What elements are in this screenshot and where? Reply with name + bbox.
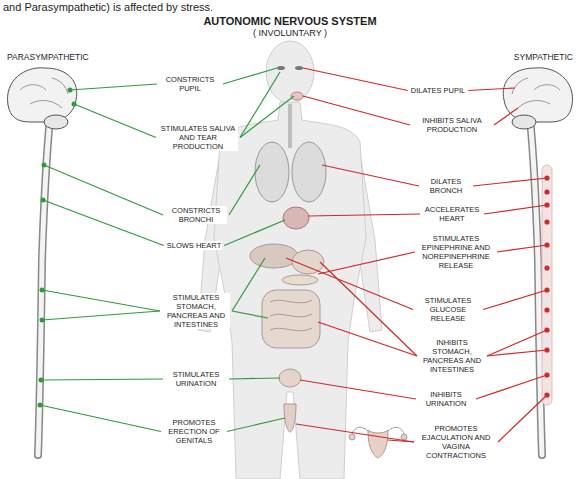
- effect-label: INHIBITS SALIVA PRODUCTION: [412, 116, 492, 134]
- division-label: PARASYMPATHETIC: [6, 52, 90, 63]
- leader-line: [232, 311, 268, 318]
- leader-line: [42, 290, 160, 311]
- heading-text: ( INVOLUNTARY ): [252, 28, 328, 39]
- leader-line: [232, 258, 265, 311]
- leader-line: [494, 108, 518, 125]
- leader-line: [43, 200, 164, 246]
- leader-line: [388, 440, 414, 442]
- effect-label: DILATES PUPIL: [410, 86, 466, 95]
- leader-line: [473, 178, 547, 186]
- leader-line: [318, 322, 417, 356]
- effect-label: INHIBITS URINATION: [418, 390, 474, 408]
- leader-line: [296, 424, 414, 442]
- leader-line: [476, 375, 547, 399]
- leader-line: [224, 220, 285, 246]
- leader-line: [223, 68, 277, 84]
- leader-line: [320, 262, 417, 356]
- leader-line: [41, 379, 163, 380]
- leader-line: [286, 258, 413, 310]
- effect-label: DILATES BRONCH: [421, 177, 471, 195]
- effect-label: STIMULATES EPINEPHRINE AND NOREPINEPHRIN…: [417, 234, 495, 270]
- effect-label: INHIBITS STOMACH, PANCREAS AND INTESTINE…: [419, 338, 485, 374]
- leader-line: [303, 68, 408, 91]
- leader-line: [40, 405, 161, 432]
- leader-line: [229, 378, 280, 379]
- leader-line: [322, 165, 419, 186]
- leader-line: [42, 311, 160, 320]
- leader-line: [318, 252, 415, 274]
- effect-label: STIMULATES GLUCOSE RELEASE: [415, 296, 481, 323]
- leader-line: [74, 104, 156, 138]
- effect-label: STIMULATES SALIVA AND TEAR PRODUCTION: [158, 124, 238, 151]
- effect-label: STIMULATES STOMACH, PANCREAS AND INTESTI…: [162, 293, 230, 329]
- leader-line: [468, 88, 515, 91]
- leader-line: [484, 205, 547, 214]
- leader-line: [229, 165, 260, 215]
- effect-label: ACCELERATES HEART: [422, 205, 482, 223]
- leader-line: [497, 245, 547, 252]
- division-label: SYMPATHETIC: [513, 52, 574, 63]
- leader-line: [240, 96, 294, 138]
- effect-label: PROMOTES EJACULATION AND VAGINA CONTRACT…: [416, 424, 496, 460]
- leader-line: [487, 350, 547, 356]
- leader-line: [498, 395, 547, 442]
- leader-line: [240, 72, 280, 138]
- leader-line: [303, 96, 410, 125]
- leader-line: [308, 214, 420, 216]
- diagram-title: AUTONOMIC NERVOUS SYSTEM: [202, 14, 377, 28]
- effect-label: PROMOTES ERECTION OF GENITALS: [163, 418, 225, 445]
- effect-label: CONSTRICTS BRONCHI: [165, 206, 227, 224]
- effect-label: STIMULATES URINATION: [165, 370, 227, 388]
- leader-line: [300, 380, 416, 399]
- leader-line: [483, 290, 547, 310]
- effect-label: SLOWS HEART: [166, 241, 222, 250]
- heading-text: and Parasympathetic) is affected by stre…: [2, 0, 214, 14]
- leader-line: [487, 330, 547, 356]
- leader-line: [70, 84, 157, 90]
- effect-label: CONSTRICTS PUPIL: [159, 75, 221, 93]
- leader-line: [227, 418, 285, 432]
